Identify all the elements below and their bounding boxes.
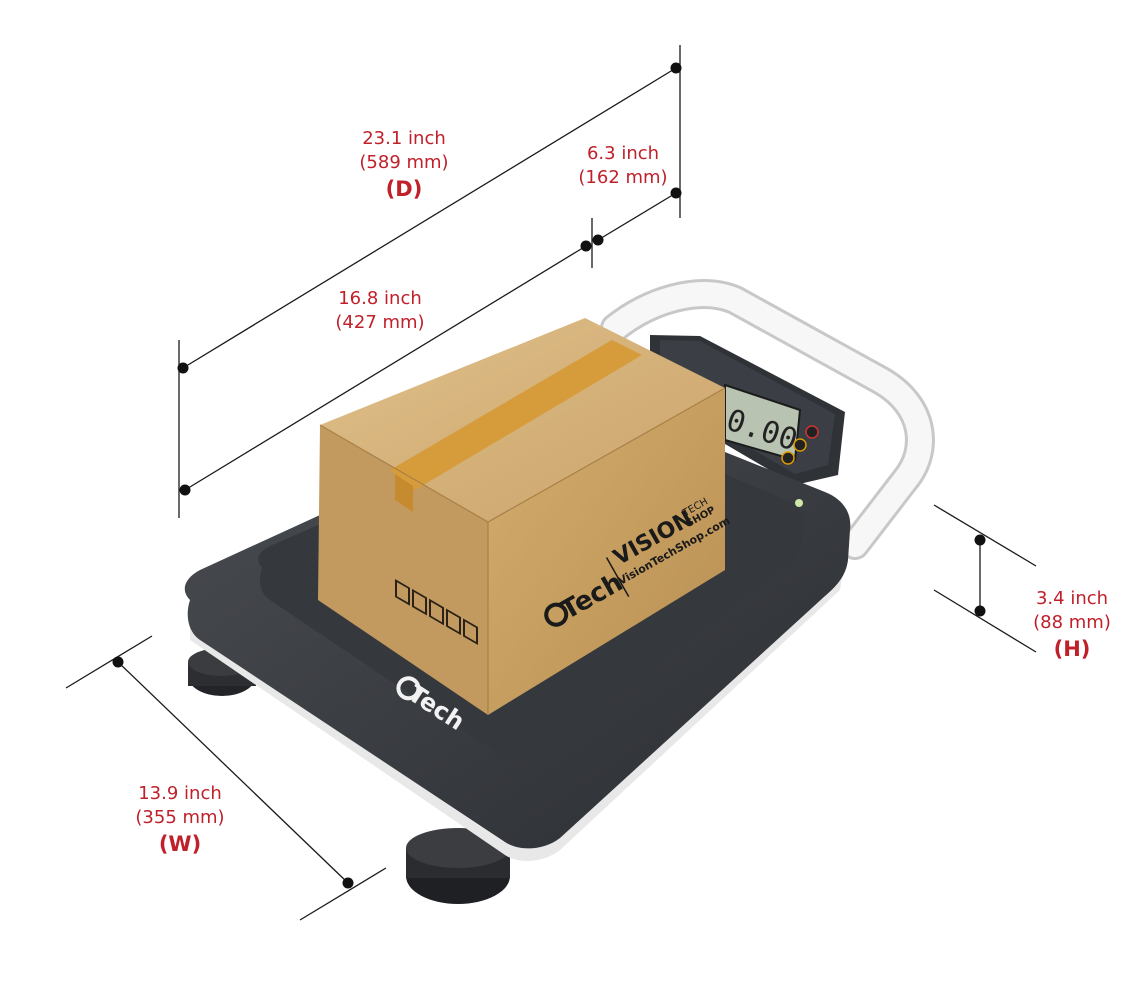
svg-text:(355 mm): (355 mm) [135,807,224,828]
svg-text:(88 mm): (88 mm) [1033,612,1111,633]
depth-total-label: 23.1 inch (589 mm) (D) [359,128,448,201]
dimension-endpoints [112,62,986,889]
depth-handle-label: 6.3 inch (162 mm) [578,143,667,188]
height-label: 3.4 inch (88 mm) (H) [1033,588,1111,661]
power-indicator-light [795,499,803,507]
svg-text:(H): (H) [1054,637,1091,661]
svg-text:16.8 inch: 16.8 inch [338,288,422,309]
width-label: 13.9 inch (355 mm) (W) [135,783,224,856]
svg-text:(D): (D) [386,177,423,201]
svg-text:(589 mm): (589 mm) [359,152,448,173]
onoff-button[interactable] [805,425,819,439]
depth-platform-label: 16.8 inch (427 mm) [335,288,424,333]
svg-text:(427 mm): (427 mm) [335,312,424,333]
unit-button[interactable] [781,451,795,465]
print-button[interactable] [793,438,807,452]
svg-text:(W): (W) [159,832,201,856]
cardboard-box: Tech VISION TECH SHOP VisionTechShop.com [318,318,732,715]
svg-text:(162 mm): (162 mm) [578,167,667,188]
handling-symbols [395,579,478,645]
scale-display-unit: 0.00 [650,335,845,485]
svg-text:23.1 inch: 23.1 inch [362,128,446,149]
svg-text:3.4 inch: 3.4 inch [1036,588,1108,609]
svg-text:13.9 inch: 13.9 inch [138,783,222,804]
scale-handle [600,279,935,560]
svg-text:6.3 inch: 6.3 inch [587,143,659,164]
dimension-lines [65,45,1037,921]
